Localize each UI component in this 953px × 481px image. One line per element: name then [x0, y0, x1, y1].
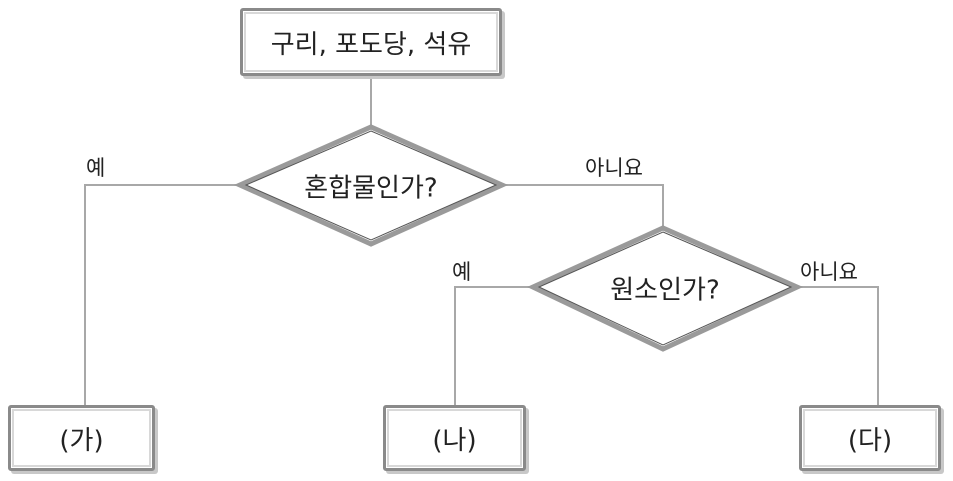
start-text: 구리, 포도당, 석유 [270, 29, 472, 60]
outcome-box-na: (나) [383, 405, 526, 471]
decision-1-yes-label: 예 [86, 156, 106, 180]
decision-diamond-2 [527, 225, 804, 352]
decision-1-text: 혼합물인가? [304, 173, 438, 204]
decision-2-yes-label: 예 [452, 260, 472, 284]
decision-diamond-1 [233, 124, 509, 247]
decision-1-no-label: 아니요 [585, 156, 643, 180]
decision-2-no-label: 아니요 [800, 260, 858, 284]
outcome-box-da: (다) [799, 405, 941, 471]
connector-d2-no [797, 286, 879, 405]
connector-d1-no [502, 184, 664, 228]
outcome-box-ga: (가) [8, 405, 155, 471]
outcome-ga-text: (가) [59, 425, 104, 456]
connector-d2-yes [454, 286, 533, 405]
connector-d1-yes [84, 184, 240, 405]
decision-2-text: 원소인가? [610, 275, 720, 306]
outcome-da-text: (다) [847, 425, 893, 456]
outcome-na-text: (나) [432, 425, 477, 456]
start-box: 구리, 포도당, 석유 [240, 8, 502, 76]
